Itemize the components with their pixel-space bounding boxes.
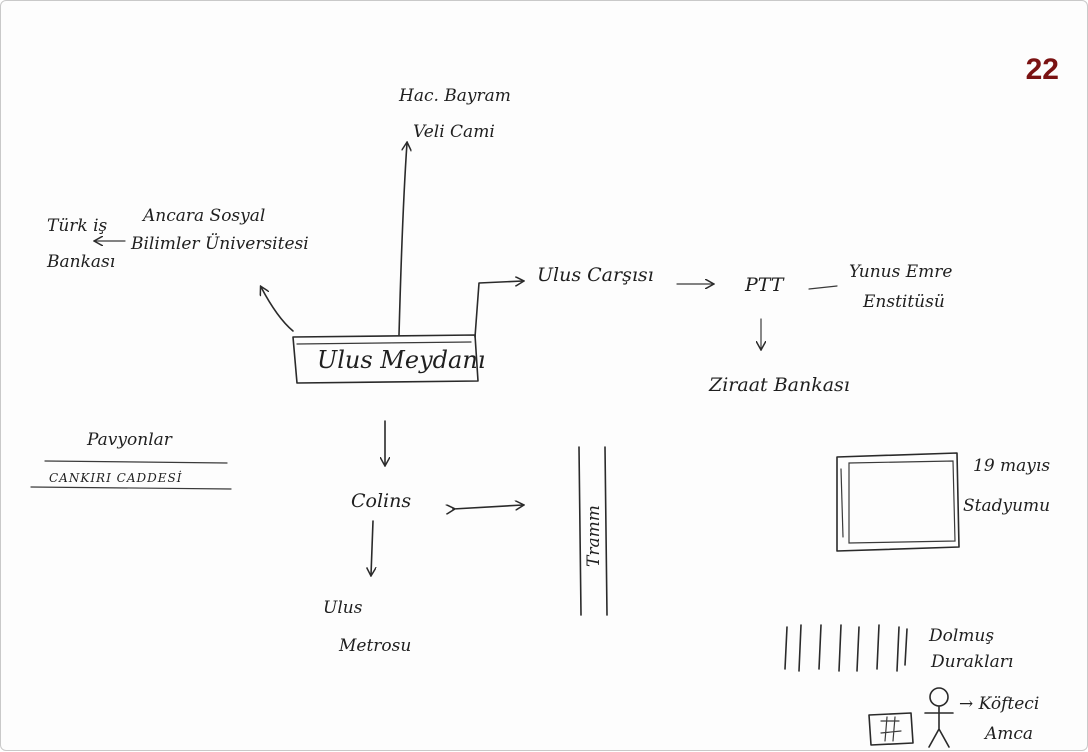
ulus-metrosu-label-line2: Metrosu [338, 636, 411, 656]
person-icon [924, 687, 954, 748]
arrow-colins-tram [453, 505, 523, 509]
kofteci-label-line2: Amca [983, 724, 1033, 744]
haci-bayram-label-line1: Hac. Bayram [398, 86, 511, 106]
stadyum-node: 19 mayıs Stadyumu [836, 452, 1050, 552]
arrow-to-haci-bayram [398, 143, 407, 336]
dolmus-node: Dolmuş Durakları [784, 624, 1013, 672]
dolmus-label-line1: Dolmuş [928, 626, 994, 646]
ulus-meydani-label: Ulus Meydanı [317, 346, 485, 374]
arrow-to-ulus-metrosu [371, 520, 373, 575]
arrow-to-ankara-sosyal [261, 287, 294, 332]
ziraat-bankasi-label: Ziraat Bankası [708, 374, 850, 396]
yunus-emre-label-line2: Enstitüsü [862, 292, 945, 312]
cankiri-caddesi-label: CANKIRI CADDESİ [49, 470, 182, 485]
page-number: 22 [1025, 53, 1059, 86]
ulus-meydani-node: Ulus Meydanı [292, 334, 485, 384]
tram-label: Tramm [584, 505, 604, 567]
turk-is-node: Türk iş Bankası [46, 216, 115, 272]
ankara-sosyal-node: Ancara Sosyal Bilimler Üniversitesi [130, 206, 309, 254]
ankara-sosyal-label-line2: Bilimler Üniversitesi [130, 233, 309, 254]
dolmus-label-line2: Durakları [930, 652, 1013, 672]
turk-is-label-line2: Bankası [46, 252, 115, 272]
ankara-sosyal-label-line1: Ancara Sosyal [141, 206, 265, 226]
stadyum-label-line2: Stadyumu [963, 496, 1050, 516]
yunus-emre-label-line1: Yunus Emre [849, 262, 952, 282]
colins-label: Colins [351, 490, 411, 512]
haci-bayram-label-line2: Veli Cami [413, 122, 495, 142]
stadyum-label-line1: 19 mayıs [973, 456, 1050, 476]
haci-bayram-node: Hac. Bayram Veli Cami [398, 86, 511, 142]
cankiri-caddesi-line-bottom [30, 486, 232, 490]
cankiri-caddesi-line-top [44, 460, 228, 464]
ulus-carsisi-label: Ulus Carşısı [537, 264, 654, 286]
kofteci-node: → Köfteci Amca [868, 687, 1039, 748]
ptt-label: PTT [744, 274, 785, 296]
kofteci-label-line1: → Köfteci [959, 694, 1039, 714]
ulus-metrosu-label-line1: Ulus [323, 598, 363, 618]
arrow-to-yunus-emre [808, 285, 838, 290]
arrow-to-ulus-carsisi [474, 281, 523, 338]
turk-is-label-line1: Türk iş [47, 216, 108, 236]
tram-node: Tramm [578, 446, 608, 616]
pavyonlar-label: Pavyonlar [86, 430, 173, 450]
